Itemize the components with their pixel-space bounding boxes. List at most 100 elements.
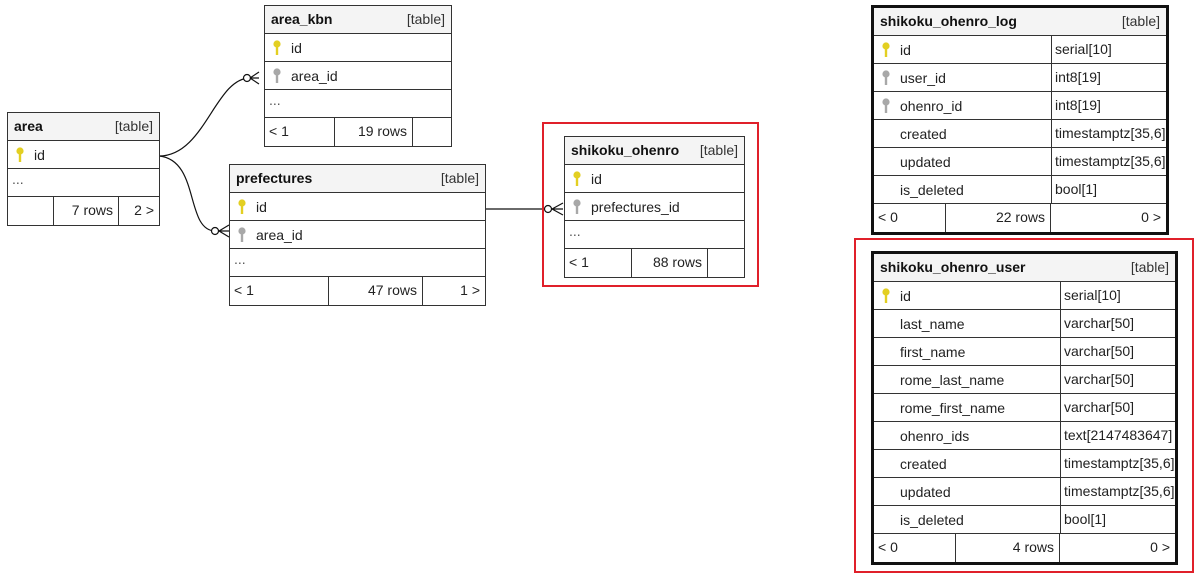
ellipsis: ... — [569, 223, 581, 239]
field-row[interactable]: ohenro_ids text[2147483647] — [874, 422, 1175, 450]
field-row[interactable]: id — [265, 34, 451, 62]
table-header: prefectures [table] — [230, 165, 485, 193]
next-page[interactable] — [413, 118, 451, 146]
table-name: area_kbn — [271, 11, 333, 27]
field-type: timestamptz[35,6] — [1060, 450, 1175, 477]
field-type: varchar[50] — [1060, 310, 1175, 337]
field-type: int8[19] — [1051, 92, 1166, 119]
field-name: rome_last_name — [900, 372, 1005, 388]
table-shikoku-ohenro[interactable]: shikoku_ohenro [table] id prefectures_id… — [564, 136, 745, 278]
field-row[interactable]: first_name varchar[50] — [874, 338, 1175, 366]
table-footer: < 0 4 rows 0 > — [874, 534, 1175, 562]
table-footer: < 1 19 rows — [265, 118, 451, 146]
table-prefectures[interactable]: prefectures [table] id area_id ... < 1 4… — [229, 164, 486, 306]
field-name: ohenro_id — [900, 98, 963, 114]
table-header: area [table] — [8, 113, 159, 141]
field-name: created — [900, 126, 947, 142]
prev-page[interactable]: < 0 — [874, 534, 956, 562]
table-area-kbn[interactable]: area_kbn [table] id area_id ... < 1 19 r… — [264, 5, 452, 147]
ellipsis: ... — [234, 251, 246, 267]
field-name: ohenro_ids — [900, 428, 970, 444]
table-type: [table] — [406, 11, 445, 27]
table-area[interactable]: area [table] id ... 7 rows 2 > — [7, 112, 160, 226]
table-name: shikoku_ohenro_log — [880, 13, 1017, 29]
highlight-shikoku-ohenro — [542, 122, 759, 287]
table-name: shikoku_ohenro — [571, 142, 680, 158]
field-row[interactable]: is_deleted bool[1] — [874, 506, 1175, 534]
field-name: first_name — [900, 344, 966, 360]
table-shikoku-ohenro-user[interactable]: shikoku_ohenro_user [table] id serial[10… — [871, 251, 1178, 565]
field-type: varchar[50] — [1060, 394, 1175, 421]
field-row[interactable]: id serial[10] — [874, 282, 1175, 310]
field-type: int8[19] — [1051, 64, 1166, 91]
next-page[interactable]: 0 > — [1150, 539, 1170, 555]
more-fields[interactable]: ... — [8, 169, 159, 197]
key-icon — [238, 199, 246, 214]
table-footer: < 0 22 rows 0 > — [874, 204, 1166, 232]
row-count: 47 rows — [329, 277, 423, 305]
table-shikoku-ohenro-log[interactable]: shikoku_ohenro_log [table] id serial[10]… — [871, 5, 1169, 235]
field-name: id — [591, 171, 602, 187]
next-page[interactable]: 2 > — [134, 202, 154, 218]
key-icon — [273, 68, 281, 83]
field-row[interactable]: created timestamptz[35,6] — [874, 120, 1166, 148]
field-type: timestamptz[35,6] — [1051, 148, 1166, 175]
field-name: prefectures_id — [591, 199, 680, 215]
field-row[interactable]: is_deleted bool[1] — [874, 176, 1166, 204]
field-row[interactable]: rome_first_name varchar[50] — [874, 394, 1175, 422]
field-row[interactable]: id serial[10] — [874, 36, 1166, 64]
key-icon — [882, 42, 890, 57]
table-type: [table] — [699, 142, 738, 158]
more-fields[interactable]: ... — [265, 90, 451, 118]
field-row[interactable]: updated timestamptz[35,6] — [874, 478, 1175, 506]
field-row[interactable]: ohenro_id int8[19] — [874, 92, 1166, 120]
field-name: created — [900, 456, 947, 472]
field-row[interactable]: prefectures_id — [565, 193, 744, 221]
key-icon — [882, 98, 890, 113]
field-row[interactable]: id — [230, 193, 485, 221]
next-page[interactable]: 0 > — [1141, 209, 1161, 225]
field-type: serial[10] — [1051, 36, 1166, 63]
table-type: [table] — [440, 170, 479, 186]
key-icon — [882, 288, 890, 303]
field-name: id — [291, 40, 302, 56]
field-type: varchar[50] — [1060, 366, 1175, 393]
prev-page[interactable] — [8, 197, 54, 225]
link-area-prefectures — [158, 155, 216, 232]
prev-page[interactable]: < 1 — [230, 277, 329, 305]
field-name: is_deleted — [900, 182, 964, 198]
more-fields[interactable]: ... — [565, 221, 744, 249]
field-type: text[2147483647] — [1060, 422, 1175, 449]
field-row[interactable]: updated timestamptz[35,6] — [874, 148, 1166, 176]
next-page[interactable]: 1 > — [460, 282, 480, 298]
table-footer: < 1 47 rows 1 > — [230, 277, 485, 305]
field-name: updated — [900, 154, 951, 170]
field-type: timestamptz[35,6] — [1060, 478, 1175, 505]
link-optional-marker — [210, 226, 220, 236]
field-row[interactable]: id — [8, 141, 159, 169]
field-row[interactable]: rome_last_name varchar[50] — [874, 366, 1175, 394]
field-type: bool[1] — [1051, 176, 1166, 203]
field-name: last_name — [900, 316, 965, 332]
more-fields[interactable]: ... — [230, 249, 485, 277]
table-type: [table] — [114, 118, 153, 134]
next-page[interactable] — [708, 249, 744, 277]
field-name: id — [900, 42, 911, 58]
table-header: shikoku_ohenro_user [table] — [874, 254, 1175, 282]
prev-page[interactable]: < 1 — [565, 249, 632, 277]
prev-page[interactable]: < 0 — [874, 204, 946, 232]
field-row[interactable]: id — [565, 165, 744, 193]
field-row[interactable]: area_id — [265, 62, 451, 90]
field-row[interactable]: last_name varchar[50] — [874, 310, 1175, 338]
table-footer: 7 rows 2 > — [8, 197, 159, 225]
table-name: prefectures — [236, 170, 313, 186]
row-count: 4 rows — [956, 534, 1060, 562]
link-crowfoot-marker — [551, 202, 564, 216]
field-row[interactable]: user_id int8[19] — [874, 64, 1166, 92]
field-row[interactable]: area_id — [230, 221, 485, 249]
prev-page[interactable]: < 1 — [265, 118, 335, 146]
field-row[interactable]: created timestamptz[35,6] — [874, 450, 1175, 478]
key-icon — [16, 147, 24, 162]
field-name: id — [256, 199, 267, 215]
table-footer: < 1 88 rows — [565, 249, 744, 277]
